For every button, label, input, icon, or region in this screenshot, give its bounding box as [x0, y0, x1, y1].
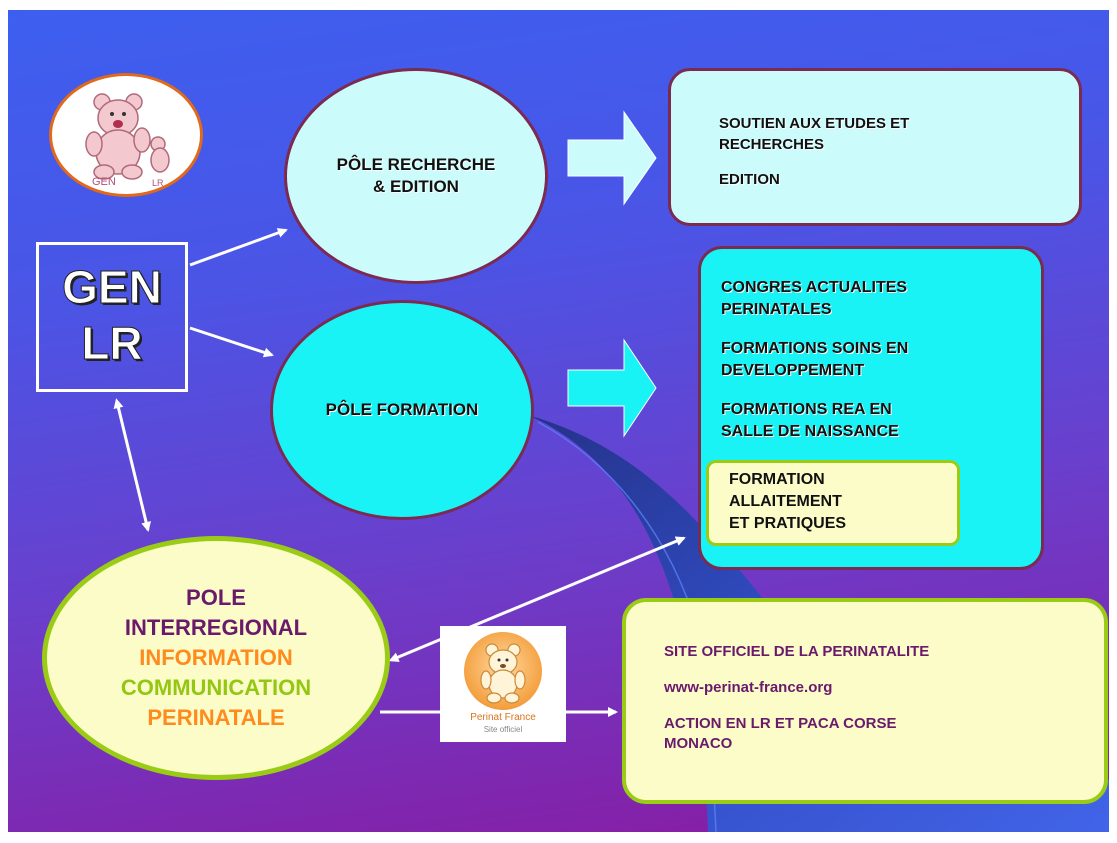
perinat-logo-name: Perinat France	[470, 712, 536, 723]
teddy-bear-icon	[480, 643, 526, 704]
pole-interregional-circle: POLE INTERREGIONAL INFORMATION COMMUNICA…	[42, 536, 390, 780]
interregional-line3: INFORMATION	[139, 645, 293, 670]
logo-text-left: GEN	[92, 176, 116, 188]
gen-lr-logo: GEN LR	[49, 73, 203, 197]
formation-item2-line2: DEVELOPPEMENT	[721, 362, 865, 379]
allaitement-line3: ET PRATIQUES	[729, 515, 847, 532]
gen-lr-line1: GEN	[62, 261, 163, 314]
pole-recherche-line2: & EDITION	[373, 177, 459, 196]
arrow-genlr-to-recherche	[189, 228, 288, 267]
teddy-bear-icon	[85, 93, 170, 180]
allaitement-line2: ALLAITEMENT	[729, 493, 842, 510]
interregional-line1: POLE	[186, 585, 246, 610]
gen-lr-box: GEN LR	[36, 242, 188, 392]
pole-recherche-line1: PÔLE RECHERCHE	[336, 155, 496, 174]
site-line1: SITE OFFICIEL DE LA PERINATALITE	[664, 643, 930, 660]
decorative-swoosh	[528, 415, 1109, 832]
site-box: SITE OFFICIEL DE LA PERINATALITE www-per…	[622, 598, 1108, 804]
formation-item1-line2: PERINATALES	[721, 301, 832, 318]
gen-lr-line2: LR	[81, 317, 143, 370]
recherche-box: SOUTIEN AUX ETUDES ET RECHERCHES EDITION	[668, 68, 1082, 226]
site-line2: www-perinat-france.org	[664, 679, 833, 696]
logo-text-right: LR	[152, 178, 164, 188]
block-arrow-formation	[567, 338, 657, 438]
block-arrow-recherche	[567, 110, 657, 206]
site-line4: MONACO	[664, 735, 733, 752]
perinat-logo-caption: Site officiel	[483, 725, 523, 734]
recherche-line3: EDITION	[719, 171, 780, 188]
formation-item3-line1: FORMATIONS REA EN	[721, 401, 892, 418]
formation-item1-line1: CONGRES ACTUALITES	[721, 279, 908, 296]
pole-formation-label: PÔLE FORMATION	[325, 400, 479, 419]
interregional-line2: INTERREGIONAL	[124, 615, 308, 640]
arrow-genlr-to-formation	[189, 326, 274, 358]
pole-recherche-circle: PÔLE RECHERCHE & EDITION	[284, 68, 548, 284]
site-line3: ACTION EN LR ET PACA CORSE	[664, 715, 897, 732]
arrow-genlr-to-interregional	[113, 398, 151, 532]
allaitement-box: FORMATION ALLAITEMENT ET PRATIQUES	[706, 460, 960, 546]
recherche-line1: SOUTIEN AUX ETUDES ET	[719, 115, 910, 132]
formation-item3-line2: SALLE DE NAISSANCE	[721, 423, 899, 440]
formation-item2-line1: FORMATIONS SOINS EN	[721, 340, 909, 357]
recherche-line2: RECHERCHES	[719, 136, 825, 153]
slide: GEN LR GEN LR PÔLE RECHERCHE & EDITION S…	[8, 10, 1109, 832]
interregional-line5: PERINATALE	[147, 705, 285, 730]
interregional-line4: COMMUNICATION	[120, 675, 312, 700]
allaitement-line1: FORMATION	[729, 471, 825, 488]
pole-formation-circle: PÔLE FORMATION	[270, 300, 534, 520]
perinat-france-logo: Perinat France Site officiel	[440, 626, 566, 742]
